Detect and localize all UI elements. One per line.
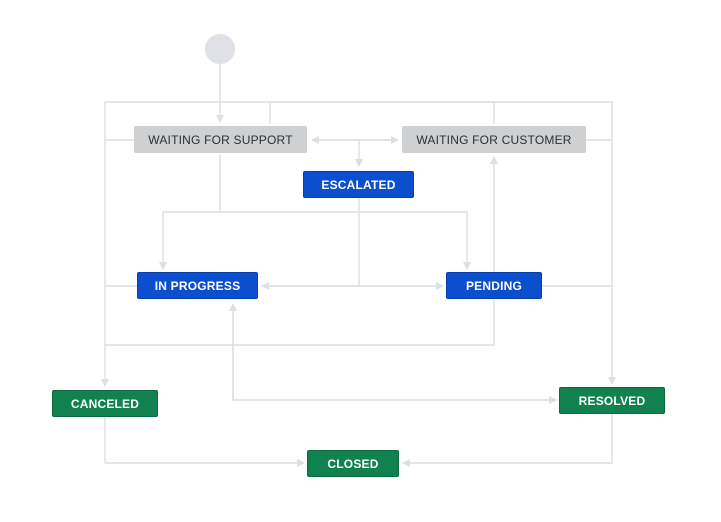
connector-top-loop bbox=[269, 101, 495, 124]
status-pending[interactable]: PENDING bbox=[446, 272, 542, 299]
connector-pending-canceled bbox=[105, 300, 495, 346]
status-resolved[interactable]: RESOLVED bbox=[559, 387, 665, 414]
connector-resolved-closed bbox=[402, 414, 613, 467]
connector-escalated-down bbox=[261, 198, 360, 290]
connector-outer-frame bbox=[104, 101, 616, 385]
status-waiting-for-customer[interactable]: WAITING FOR CUSTOMER bbox=[402, 126, 586, 153]
connector-ip-resolved bbox=[232, 306, 557, 404]
status-in-progress[interactable]: IN PROGRESS bbox=[137, 272, 258, 299]
connector-to-in-progress bbox=[159, 211, 220, 270]
connector-to-pending bbox=[220, 211, 471, 270]
status-waiting-for-support[interactable]: WAITING FOR SUPPORT bbox=[134, 126, 307, 153]
status-canceled[interactable]: CANCELED bbox=[52, 390, 158, 417]
start-node[interactable] bbox=[205, 34, 235, 64]
status-closed[interactable]: CLOSED bbox=[307, 450, 399, 477]
connector-canceled-closed bbox=[104, 417, 305, 467]
status-escalated[interactable]: ESCALATED bbox=[303, 171, 414, 198]
